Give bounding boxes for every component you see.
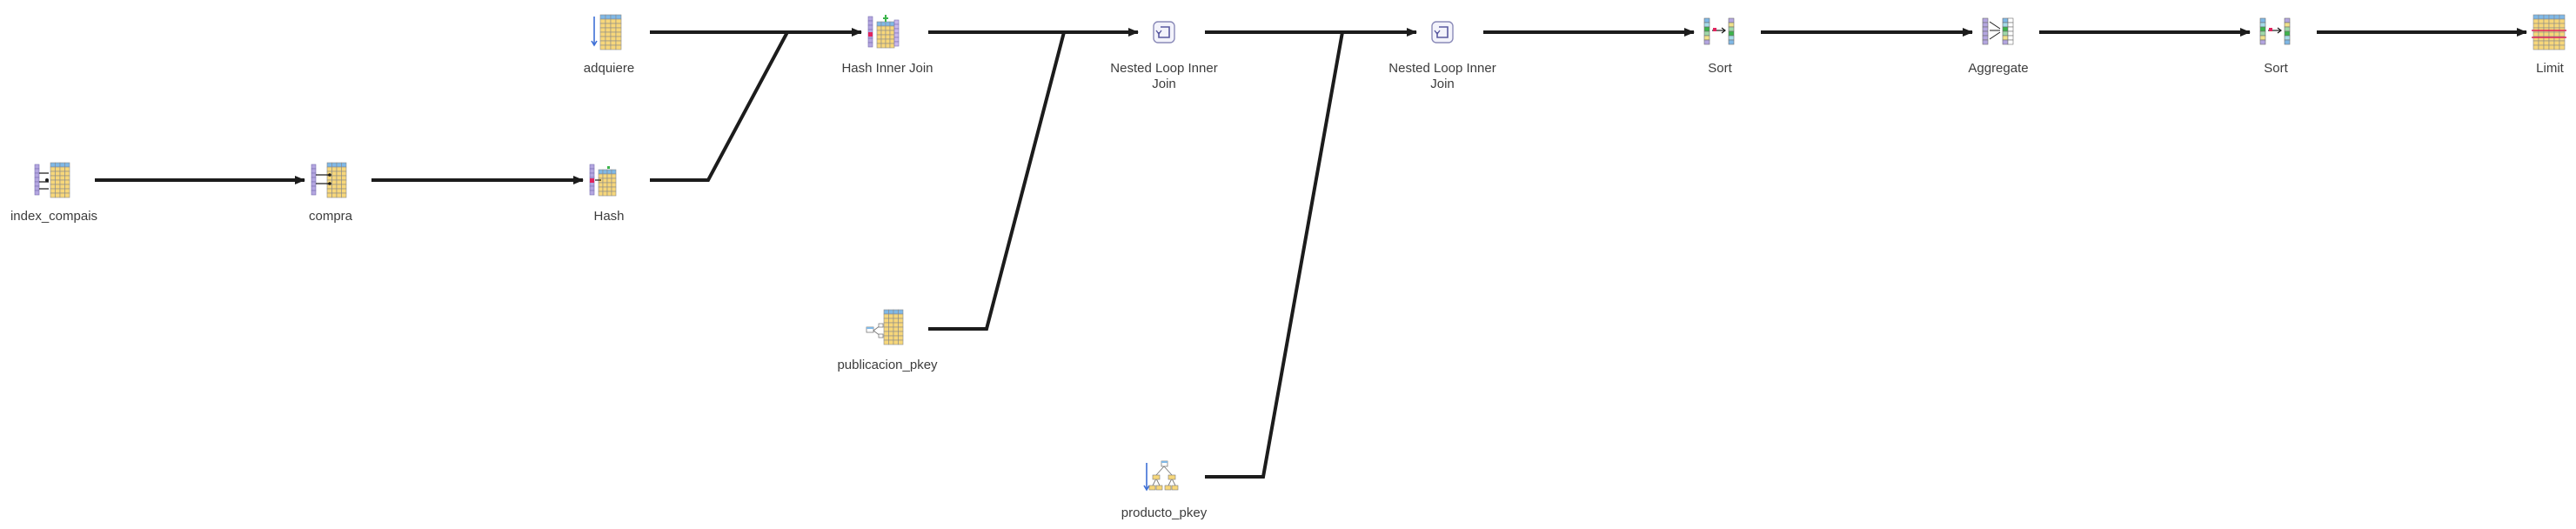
icons-layer: [34, 14, 2566, 492]
nested-loop-icon[interactable]: [1153, 21, 1175, 44]
edge-publicacion-to-nlj1: [928, 31, 1066, 331]
node-label-hash: Hash: [593, 209, 625, 224]
nested-loop-icon[interactable]: [1431, 21, 1454, 44]
node-label-nlj2: Nested Loop Inner Join: [1388, 61, 1496, 91]
index-scan-icon[interactable]: [311, 162, 347, 198]
index-only-scan-icon[interactable]: [34, 162, 70, 198]
node-label-aggregate: Aggregate: [1968, 61, 2029, 76]
sort-icon[interactable]: [2259, 17, 2291, 45]
seq-scan-icon[interactable]: [591, 14, 622, 50]
node-label-index_compais: index_compais: [10, 209, 98, 224]
node-label-publicacion: publicacion_pkey: [837, 358, 938, 372]
node-label-hash-join: Hash Inner Join: [841, 61, 933, 76]
edge-hash-to-hash-join: [650, 31, 789, 182]
edges-layer: [95, 28, 2527, 479]
node-label-compra: compra: [308, 209, 353, 224]
aggregate-icon[interactable]: [1982, 17, 2014, 45]
index-scan-pkey-icon[interactable]: [866, 309, 904, 345]
node-label-adquiere: adquiere: [583, 61, 635, 76]
node-label-producto: producto_pkey: [1121, 506, 1208, 520]
hash-icon[interactable]: [589, 164, 617, 197]
limit-icon[interactable]: [2532, 14, 2566, 50]
node-label-sort2: Sort: [2264, 61, 2288, 76]
sort-icon[interactable]: [1703, 17, 1735, 45]
node-label-sort1: Sort: [1708, 61, 1732, 76]
node-label-limit: Limit: [2536, 61, 2564, 76]
edge-producto-to-nlj2: [1205, 31, 1344, 479]
node-label-nlj1: Nested Loop Inner Join: [1110, 61, 1218, 91]
bitmap-index-scan-icon[interactable]: [1143, 460, 1179, 492]
hash-join-icon[interactable]: [867, 15, 900, 49]
